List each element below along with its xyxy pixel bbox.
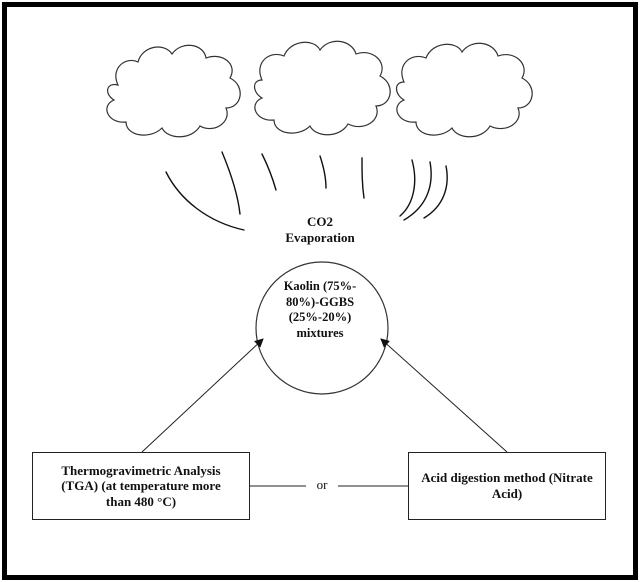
cloud-icon-middle: [253, 40, 391, 136]
co2-evaporation-label: CO2 Evaporation: [255, 214, 385, 245]
cloud-icon-left: [106, 44, 241, 138]
co2-label-line2: Evaporation: [285, 229, 355, 245]
tga-method-box: Thermogravimetric Analysis (TGA) (at tem…: [32, 452, 250, 520]
tga-method-label: Thermogravimetric Analysis (TGA) (at tem…: [38, 463, 244, 510]
mixture-label-line1: Kaolin (75%-: [283, 279, 357, 293]
cloud-icon-right: [395, 42, 533, 138]
acid-label-line1: Acid digestion method (Nitrate: [421, 470, 593, 486]
or-label: or: [316, 477, 328, 492]
evaporation-strokes: [165, 151, 448, 231]
acid-digestion-box: Acid digestion method (Nitrate Acid): [408, 452, 606, 520]
mixture-label: Kaolin (75%- 80%)-GGBS (25%-20%) mixture…: [270, 279, 370, 342]
acid-label-line2: Acid): [491, 486, 523, 501]
co2-label-line1: CO2: [307, 214, 333, 229]
tga-label-line3: than 480 °C): [105, 493, 177, 509]
mixture-label-line3: (25%-20%): [288, 310, 352, 325]
arrow-tga-to-mixture: [141, 338, 264, 453]
acid-digestion-label: Acid digestion method (Nitrate Acid): [413, 470, 601, 501]
tga-label-line2: (TGA) (at temperature more: [61, 478, 221, 494]
tga-label-line1: Thermogravimetric Analysis: [61, 462, 221, 478]
mixture-label-line4: mixtures: [296, 325, 344, 340]
arrow-acid-to-mixture: [380, 338, 508, 453]
mixture-label-line2: 80%)-GGBS: [285, 294, 355, 309]
mixture-circle: [255, 261, 389, 395]
